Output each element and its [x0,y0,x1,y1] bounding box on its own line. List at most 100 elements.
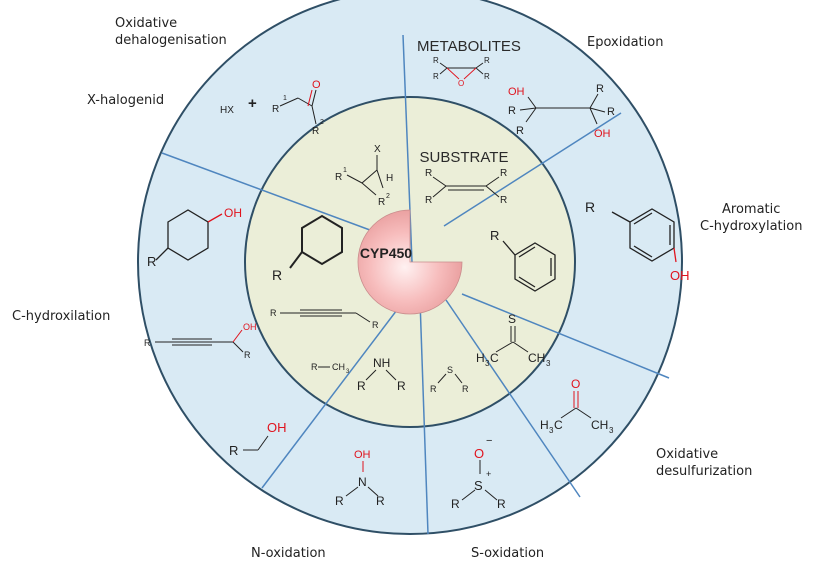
chem-r: R [425,168,432,179]
chem-c: C [490,351,499,365]
chem-r: R [270,308,277,318]
label-c-hydroxilation: C-hydroxilation [12,309,111,324]
chem-sup-2: 2 [320,119,324,126]
chem-sub-3: 3 [546,359,551,368]
chem-r: R [430,384,437,394]
substrate-benzene [502,240,556,292]
chem-r: R [451,497,460,511]
divider-upper-right [443,112,622,227]
metabolites-title: METABOLITES [417,38,521,55]
metabolite-alcohol: R OH [229,420,287,458]
chem-r: R [335,494,344,508]
metabolite-sulfoxide: O − S + R R [451,435,506,511]
metabolite-hydroxylamine: OH N R R [335,449,385,508]
chem-r: R [433,56,439,65]
chem-sub-3: 3 [485,359,490,368]
chem-nh: NH [373,356,390,370]
chem-r: R [376,494,385,508]
chem-h: H [476,351,485,365]
chem-r: R [500,168,507,179]
label-epoxidation: Epoxidation [587,35,664,50]
chem-r: R [490,228,499,243]
chem-oh: OH [670,268,690,283]
chem-oh: OH [594,128,611,140]
chem-o: O [458,79,464,88]
metabolite-epoxide: R R R R O [433,56,490,88]
chem-r: R [144,338,151,348]
chem-o: O [571,377,580,391]
chem-r: R [357,379,366,393]
label-oxidative-dehalogenisation: Oxidative dehalogenisation [115,15,227,49]
substrate-alkene [432,176,500,198]
cyp450-center: CYP450 [357,209,463,315]
label-s-oxidation: S-oxidation [471,546,545,561]
chem-r: R [312,126,319,137]
label-n-oxidation: N-oxidation [251,546,326,561]
chem-plus: + [248,95,257,112]
divider-right [461,293,670,379]
chem-s-plus: + [486,469,491,479]
chem-x: X [374,144,381,155]
substrate-sulfide [437,373,463,384]
chem-sub-3: 3 [609,426,614,435]
chem-r: R [397,379,406,393]
chem-r: R [497,497,506,511]
chem-r: R [147,254,156,269]
chem-oh: OH [508,86,525,98]
divider-lower-left [261,301,404,489]
chem-o: O [312,79,321,91]
chem-oh: OH [354,449,371,461]
chem-r: R [585,199,595,215]
label-line: dehalogenisation [115,33,227,48]
cyp450-pie [357,209,463,315]
chem-sub-3: 3 [549,426,554,435]
chem-r: R [311,362,318,372]
substrate-methyl: R CH 3 [311,362,350,375]
chem-h: H [386,173,393,184]
chem-sup-2: 2 [386,193,390,200]
chem-h: H [540,418,549,432]
substrate-amine [365,369,397,381]
divider-upper-left [161,152,379,234]
chem-oh: OH [243,322,257,332]
chem-oh: OH [267,420,287,435]
chem-r: R [500,195,507,206]
chem-ch: CH [332,362,345,372]
chem-r: R [607,106,615,118]
chem-r: R [272,267,282,283]
metabolite-ketone: O H 3 C CH 3 [540,377,614,435]
chem-r: R [508,105,516,117]
chem-r: R [372,320,379,330]
chem-c: C [554,418,563,432]
chem-r: R [484,72,490,81]
chem-s: S [508,312,516,326]
substrate-alkyl-halide [346,155,384,196]
chem-r: R [462,384,469,394]
chem-s: S [474,478,483,493]
metabolite-phenol: R OH [585,199,690,283]
chem-ch: CH [591,418,608,432]
chem-sub-3: 3 [346,369,350,375]
substrate-thioketone [495,326,529,353]
chem-minus: − [486,435,492,447]
metabolite-diol: OH OH R R R R [508,83,615,140]
chem-oh: OH [224,206,242,220]
chem-r: R [484,56,490,65]
label-x-halogenid: X-halogenid [87,93,165,108]
chem-hx: HX [220,105,234,116]
metabolite-cyclohexanol: OH R [147,206,242,269]
chem-r: R [596,83,604,95]
chem-r1: R [335,172,342,183]
chem-r: R [516,125,524,137]
chem-r2: R [378,197,385,208]
substrate-cyclohexane [289,214,343,269]
label-line: C-hydroxylation [700,219,803,234]
label-line: desulfurization [656,464,753,479]
chem-s: S [447,365,453,375]
cyp450-label: CYP450 [360,245,412,261]
chem-ch: CH [528,351,545,365]
divider-bottom [419,299,429,535]
metabolite-alkynol: R OH R [144,322,257,360]
chem-r: R [244,350,251,360]
